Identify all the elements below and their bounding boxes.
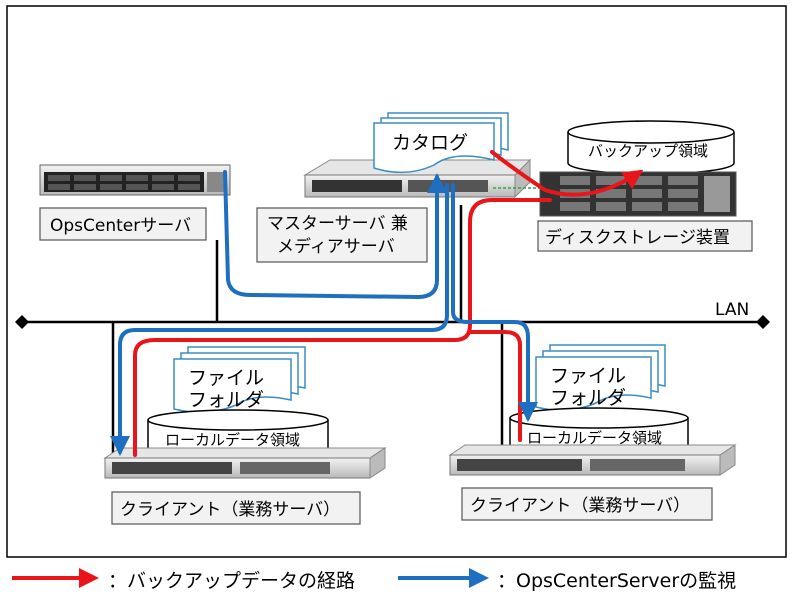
monitor-path-left-client xyxy=(110,183,449,456)
monitor-path-master xyxy=(223,170,447,300)
master-label-line2: メディアサーバ xyxy=(277,236,395,257)
client-right-label-box: クライアント（業務サーバ） xyxy=(461,487,713,521)
client-right-label: クライアント（業務サーバ） xyxy=(470,496,690,516)
backup-area-cylinder xyxy=(567,120,735,175)
client-left-server xyxy=(103,447,387,479)
monitoring-paths xyxy=(110,170,538,456)
files-right-line1: ファイル xyxy=(550,365,626,387)
local-area-left-label: ローカルデータ領域 xyxy=(165,431,300,449)
files-left-line1: ファイル xyxy=(188,367,264,389)
master-label-box: マスターサーバ 兼 メディアサーバ xyxy=(256,207,428,263)
backup-paths xyxy=(133,150,644,457)
lan-line xyxy=(15,315,770,329)
diagram-frame xyxy=(6,5,787,558)
lan-label: LAN xyxy=(715,300,749,320)
files-right-icon xyxy=(535,344,666,411)
catalog-document-icon xyxy=(373,112,509,174)
disk-storage-label: ディスクストレージ装置 xyxy=(545,227,730,248)
legend-backup-label: ：バックアップデータの経路 xyxy=(108,570,356,592)
legend-monitor-label: ：OpsCenterServerの監視 xyxy=(497,570,737,592)
backup-path-left-client xyxy=(133,198,552,457)
monitor-path-right-client xyxy=(451,183,538,422)
disk-storage-label-box: ディスクストレージ装置 xyxy=(537,220,753,252)
client-right-server xyxy=(448,444,737,476)
files-left-line2: フォルダ xyxy=(188,389,264,411)
files-right-line2: フォルダ xyxy=(550,387,626,409)
opscenter-label: OpsCenterサーバ xyxy=(50,216,191,236)
backup-path-right-client xyxy=(468,330,522,442)
files-left-icon xyxy=(173,346,306,413)
client-left-label: クライアント（業務サーバ） xyxy=(120,500,340,520)
backup-area-label: バックアップ領域 xyxy=(588,142,708,160)
client-left-label-box: クライアント（業務サーバ） xyxy=(111,491,361,525)
opscenter-label-box: OpsCenterサーバ xyxy=(39,207,207,241)
master-label-line1: マスターサーバ 兼 xyxy=(267,214,408,234)
local-area-right-label: ローカルデータ領域 xyxy=(527,429,662,447)
opscenter-server xyxy=(39,164,231,196)
catalog-label: カタログ xyxy=(392,132,468,154)
backup-path-catalog-to-storage xyxy=(490,150,644,197)
